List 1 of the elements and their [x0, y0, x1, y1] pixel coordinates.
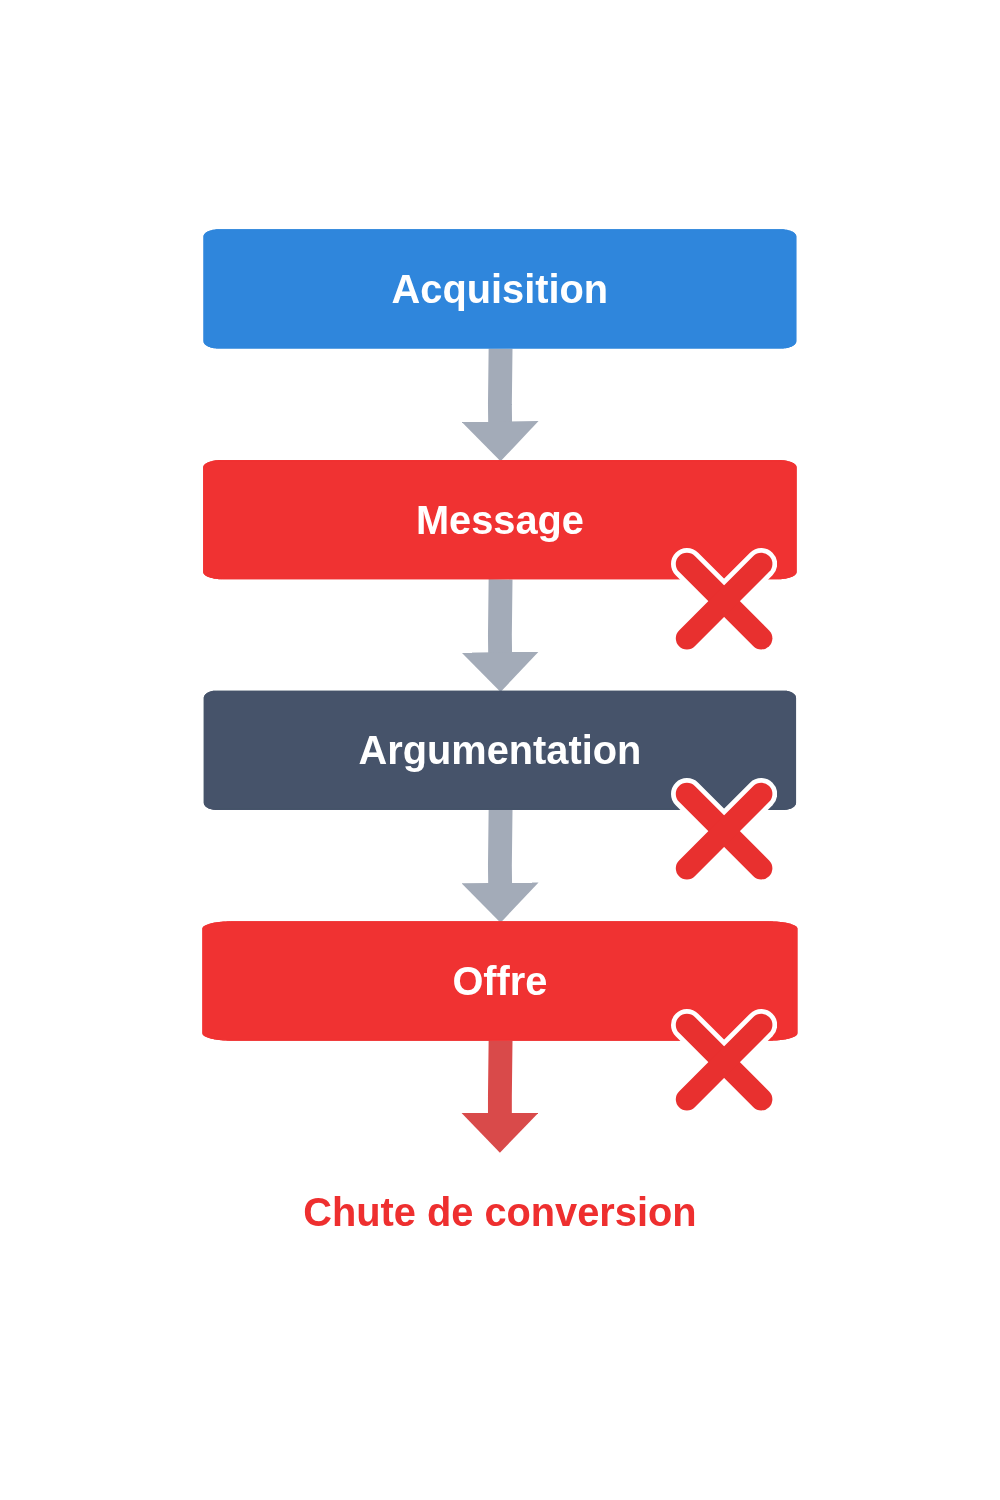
node-text: Chute de conversion	[303, 1189, 697, 1234]
